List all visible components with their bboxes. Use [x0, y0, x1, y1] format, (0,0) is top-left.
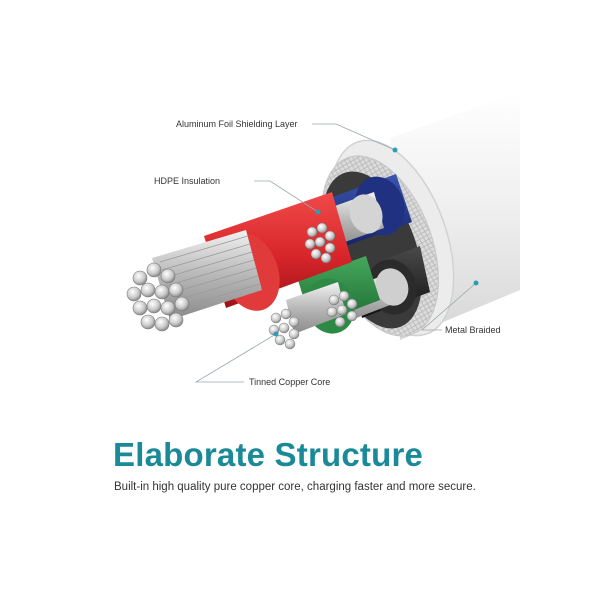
blue-wire-strands: [304, 222, 336, 264]
callout-tinned-copper-core: Tinned Copper Core: [249, 377, 330, 387]
black-wire-strands: [326, 290, 358, 328]
callout-hdpe-insulation: HDPE Insulation: [154, 176, 220, 186]
callout-leaders: [194, 123, 479, 383]
callout-aluminum-foil: Aluminum Foil Shielding Layer: [176, 119, 298, 129]
headline: Elaborate Structure: [113, 436, 424, 473]
red-wire-strands: [126, 262, 190, 332]
callout-metal-braided: Metal Braided: [445, 325, 501, 335]
subtitle: Built-in high quality pure copper core, …: [114, 481, 476, 493]
